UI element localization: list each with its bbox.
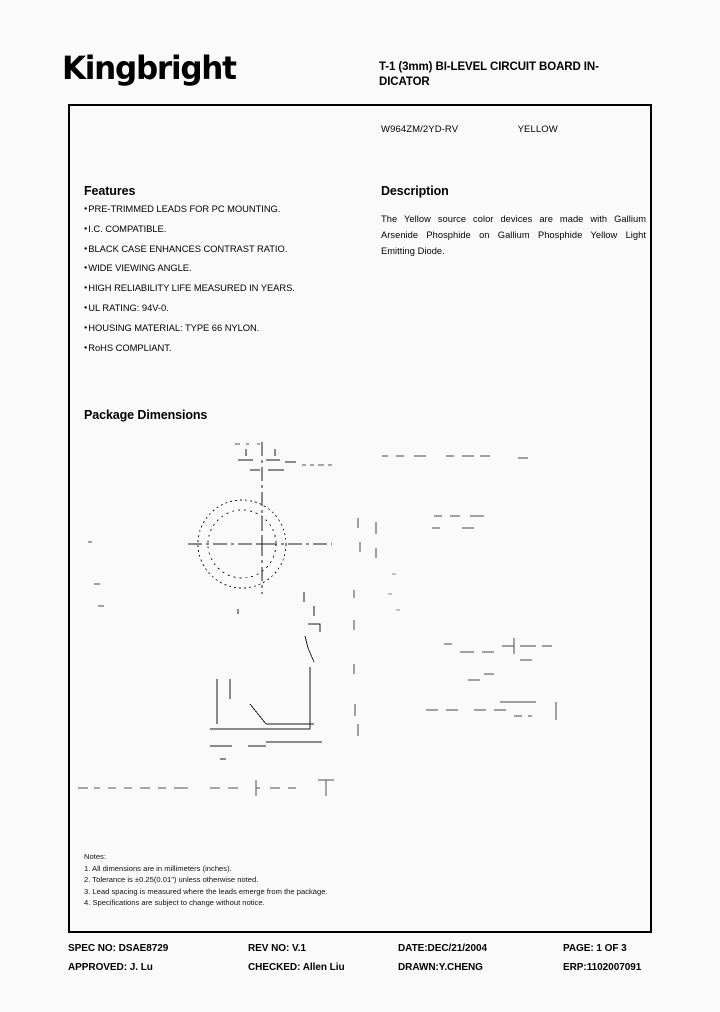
checked-by: CHECKED: Allen Liu	[248, 962, 345, 973]
part-number-row: W964ZM/2YD-RV YELLOW	[381, 124, 641, 135]
package-dimensions-heading: Package Dimensions	[84, 408, 208, 422]
description-body: The Yellow source color devices are made…	[381, 214, 646, 257]
page-header: Kingbright T-1 (3mm) BI-LEVEL CIRCUIT BO…	[0, 0, 720, 104]
page-number: PAGE: 1 OF 3	[563, 943, 627, 954]
content-box: W964ZM/2YD-RV YELLOW Features PRE-TRIMME…	[68, 104, 652, 933]
date: DATE:DEC/21/2004	[398, 943, 488, 954]
notes-heading: Notes:	[84, 852, 106, 861]
footer-row-1: SPEC NO: DSAE8729 REV NO: V.1 DATE:DEC/2…	[68, 943, 658, 962]
document-title: T-1 (3mm) BI-LEVEL CIRCUIT BOARD IN-DICA…	[379, 61, 599, 89]
note-item: 3. Lead spacing is measured where the le…	[84, 886, 328, 896]
notes-block: Notes: 1. All dimensions are in millimet…	[84, 851, 484, 909]
rev-no: REV NO: V.1	[248, 943, 306, 954]
package-dimensions-drawing	[70, 424, 650, 854]
list-item: HOUSING MATERIAL: TYPE 66 NYLON.	[84, 322, 364, 332]
list-item: WIDE VIEWING ANGLE.	[84, 263, 364, 273]
description-heading: Description	[381, 184, 449, 198]
spec-no: SPEC NO: DSAE8729	[68, 943, 169, 954]
list-item: UL RATING: 94V-0.	[84, 303, 364, 313]
part-color: YELLOW	[517, 124, 558, 135]
approved-by: APPROVED: J. Lu	[68, 962, 153, 973]
dimension-callouts	[357, 455, 557, 720]
list-item: PRE-TRIMMED LEADS FOR PC MOUNTING.	[84, 204, 364, 214]
footer-row-2: APPROVED: J. Lu CHECKED: Allen Liu DRAWN…	[68, 962, 658, 981]
list-item: HIGH RELIABILITY LIFE MEASURED IN YEARS.	[84, 283, 364, 293]
features-heading: Features	[84, 184, 136, 198]
list-item: BLACK CASE ENHANCES CONTRAST RATIO.	[84, 243, 364, 253]
drawn-by: DRAWN:Y.CHENG	[398, 962, 483, 973]
kingbright-logo: Kingbright	[62, 49, 237, 87]
note-item: 1. All dimensions are in millimeters (in…	[84, 863, 232, 873]
erp-number: ERP:1102007091	[563, 962, 642, 973]
note-item: 2. Tolerance is ±0.25(0.01") unless othe…	[84, 875, 259, 885]
front-view	[210, 592, 321, 730]
part-number: W964ZM/2YD-RV	[381, 124, 459, 135]
features-list: PRE-TRIMMED LEADS FOR PC MOUNTING. I.C. …	[84, 204, 364, 362]
page-footer: SPEC NO: DSAE8729 REV NO: V.1 DATE:DEC/2…	[68, 943, 658, 981]
package-drawing-svg	[78, 442, 557, 796]
list-item: RoHS COMPLIANT.	[84, 342, 364, 352]
list-item: I.C. COMPATIBLE.	[84, 223, 364, 233]
note-item: 4. Specifications are subject to change …	[84, 898, 265, 908]
